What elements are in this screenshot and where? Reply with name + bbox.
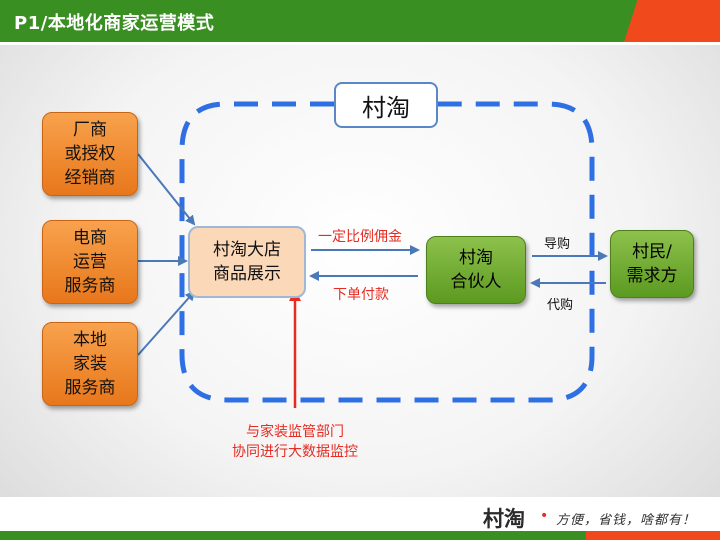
label-order-payment: 下单付款 xyxy=(333,287,389,303)
store-showcase: 村淘大店 商品展示 xyxy=(188,226,306,298)
footer-dot: • xyxy=(540,508,549,524)
source-local-decoration: 本地 家装 服务商 xyxy=(42,322,138,406)
villager-node: 村民/ 需求方 xyxy=(610,230,694,298)
footer-strip xyxy=(0,531,720,540)
label-agent-buy: 代购 xyxy=(547,298,574,313)
village-boundary xyxy=(179,101,595,403)
partner-node: 村淘 合伙人 xyxy=(426,236,526,304)
footer-slogan: 方便，省钱，啥都有！ xyxy=(556,513,697,528)
source-factory: 厂商 或授权 经销商 xyxy=(42,112,138,196)
footer-brand: 村淘 xyxy=(483,507,525,531)
arrow-factory-to-store xyxy=(137,153,196,226)
source-ecommerce: 电商 运营 服务商 xyxy=(42,220,138,304)
header-divider xyxy=(0,42,720,45)
header-accent xyxy=(624,0,720,42)
header-bar xyxy=(0,0,720,42)
arrow-local-to-store xyxy=(137,290,196,356)
label-guide: 导购 xyxy=(544,237,571,252)
page-title: P1/本地化商家运营模式 xyxy=(14,13,215,34)
footer-strip-accent xyxy=(586,531,720,540)
label-commission: 一定比例佣金 xyxy=(318,229,402,245)
boundary-label: 村淘 xyxy=(334,82,438,128)
label-monitoring: 与家装监管部门 协同进行大数据监控 xyxy=(232,424,358,460)
